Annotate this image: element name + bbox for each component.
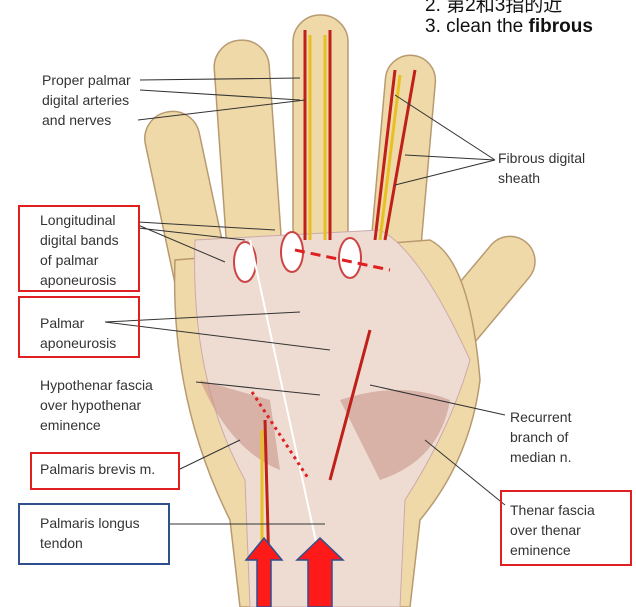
- label-palmaris-longus: Palmaris longus tendon: [40, 515, 140, 551]
- hypothenar-muscle: [200, 380, 280, 470]
- highlight-box-palmaris-longus: [18, 503, 170, 565]
- label-fibrous-sheath: Fibrous digital sheath: [498, 150, 586, 186]
- dashed-cut-line: [294, 248, 391, 272]
- label-recurrent-branch: Recurrent branch of median n.: [510, 409, 572, 465]
- note-bold-text: fibrous: [528, 16, 593, 37]
- highlight-box-longitudinal: [18, 205, 140, 292]
- label-palmar-aponeurosis: Palmar aponeurosis: [40, 315, 117, 351]
- red-arrows: [244, 536, 345, 607]
- label-palmaris-brevis: Palmaris brevis m.: [40, 461, 156, 477]
- highlight-box-thenar: [500, 490, 632, 566]
- note-line-3: 3. clean the fibrous: [425, 16, 593, 38]
- label-proper-palmar: Proper palmar digital arteries and nerve…: [42, 72, 131, 128]
- highlight-box-palmaris-brevis: [30, 452, 180, 490]
- highlight-box-palmar-aponeurosis: [18, 296, 140, 358]
- note-text: 3. clean the: [425, 16, 529, 37]
- dotted-cut-line: [250, 391, 310, 479]
- label-thenar-fascia: Thenar fascia over thenar eminence: [510, 502, 595, 558]
- label-hypothenar-fascia: Hypothenar fascia over hypothenar eminen…: [40, 377, 153, 433]
- note-line-2: 2. 第2和3指的近: [425, 0, 563, 16]
- thenar-muscle: [340, 390, 450, 480]
- label-longitudinal-bands: Longitudinal digital bands of palmar apo…: [40, 212, 119, 288]
